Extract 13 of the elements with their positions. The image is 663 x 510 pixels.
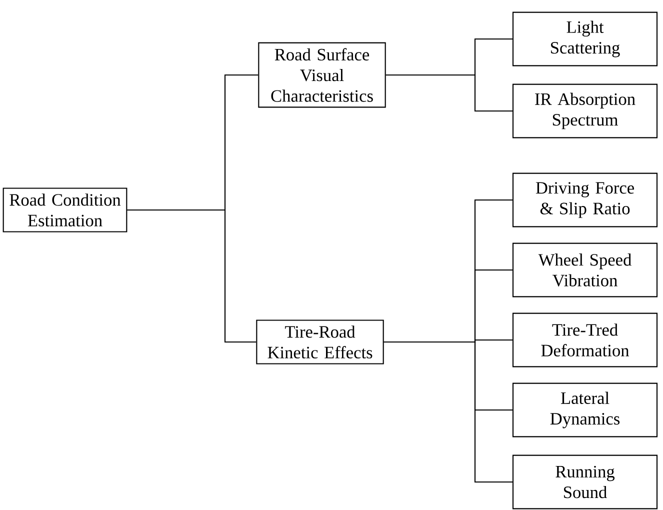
text-box: IR Absorption Spectrum	[512, 84, 658, 138]
text-box: Road Condition Estimation	[2, 188, 128, 232]
text-box: Tire-Tred Deformation	[512, 312, 658, 368]
text-box: Tire-Road Kinetic Effects	[256, 320, 384, 364]
text-box: Road Surface Visual Characteristics	[258, 42, 386, 108]
text-box: Lateral Dynamics	[512, 382, 658, 438]
text-box: Wheel Speed Vibration	[512, 242, 658, 298]
text-box: Running Sound	[512, 454, 658, 510]
connector-line	[386, 74, 512, 112]
text-box: Light Scattering	[512, 12, 658, 66]
connector-line	[127, 209, 256, 343]
text-box: Driving Force & Slip Ratio	[512, 172, 658, 228]
connector-line	[384, 341, 512, 483]
